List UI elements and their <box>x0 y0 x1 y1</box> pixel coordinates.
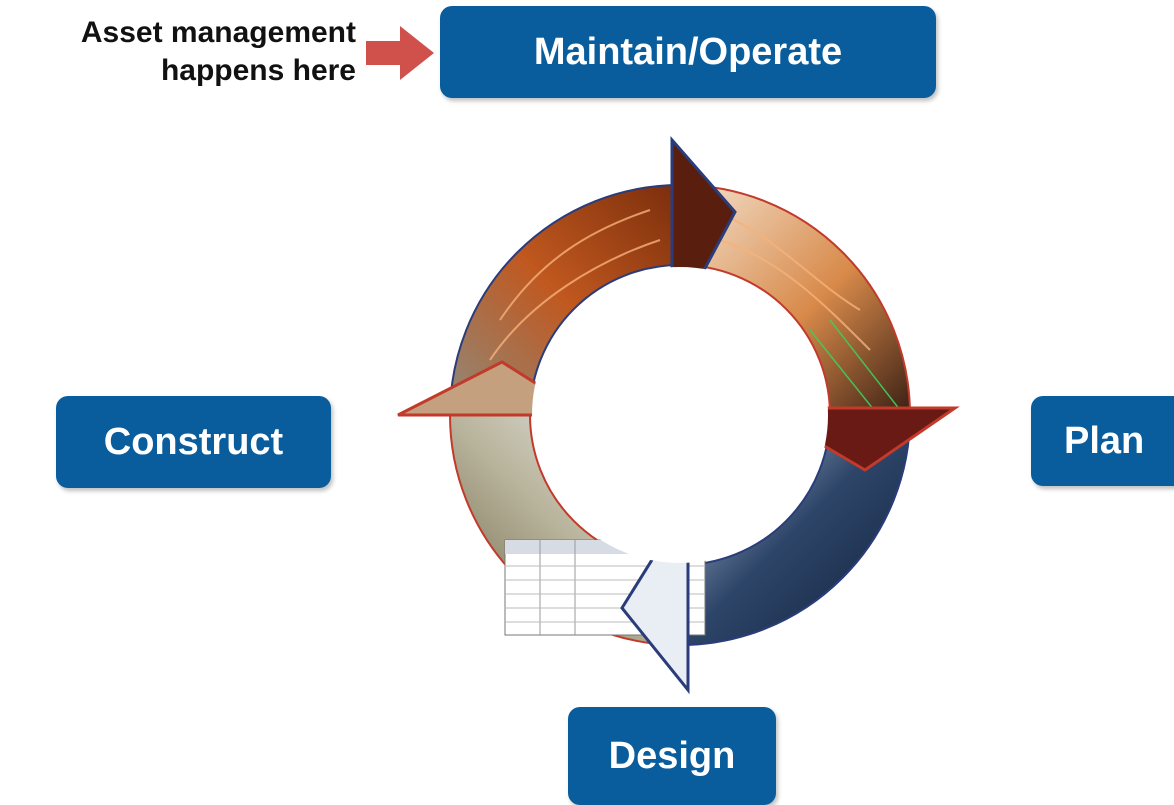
maintain-operate-label: Maintain/Operate <box>533 30 843 73</box>
callout-line-1: Asset management <box>80 16 356 49</box>
plan-box: Plan <box>1031 396 1174 486</box>
construct-box: Construct <box>56 396 331 488</box>
right-arrow-icon <box>366 26 434 80</box>
construct-label: Construct <box>103 420 284 463</box>
callout-line-2: happens here <box>160 54 356 87</box>
plan-label: Plan <box>1064 419 1145 462</box>
design-label: Design <box>608 734 736 777</box>
roadway-texture <box>489 209 871 361</box>
lifecycle-cycle-ring <box>397 136 960 695</box>
asset-management-callout: Asset management happens here <box>4 14 356 90</box>
cycle-center <box>532 267 828 563</box>
maintain-operate-box: Maintain/Operate <box>440 6 936 98</box>
design-box: Design <box>568 707 776 805</box>
